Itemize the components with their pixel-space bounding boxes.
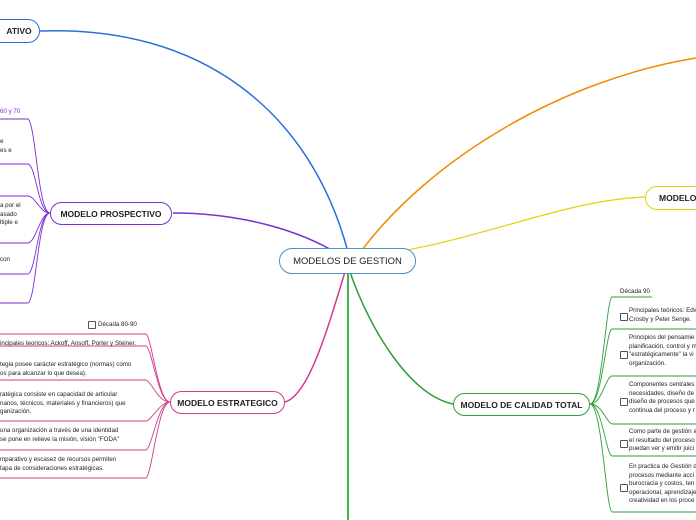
topic-modelo-estrategico[interactable]: MODELO ESTRATEGICO — [170, 391, 285, 414]
topic-ativo[interactable]: ATIVO — [0, 19, 40, 43]
topic-modelo-prospectivo-label: MODELO PROSPECTIVO — [60, 208, 162, 219]
estrategico-item-5: mparativo y escasez de recursos permiten… — [0, 456, 117, 472]
link-estrategico — [284, 271, 346, 403]
calidad-item-4-checkbox[interactable] — [620, 440, 628, 448]
calidad-item-5: En practica de Gestión d procesos median… — [629, 463, 696, 505]
prospectivo-item-1: e es e — [0, 138, 12, 154]
estrategico-item-1: incipales teoricos: Ackoff, Ansoff, Port… — [0, 340, 136, 347]
estrategico-item-2: tegia posee carácter estratégico (normas… — [0, 361, 132, 377]
link-right — [366, 196, 646, 257]
topic-modelo-right-label: MODELO — [659, 193, 696, 203]
calidad-decade: Década 90 — [620, 288, 650, 295]
topic-modelo-estrategico-label: MODELO ESTRATEGICO — [177, 397, 278, 408]
estrategico-item-3: ratégica consiste en capacidad de articu… — [0, 391, 126, 416]
prospectivo-decade: 60 y 70 — [0, 108, 21, 115]
calidad-item-2-checkbox[interactable] — [620, 351, 628, 359]
estrategico-decade-checkbox[interactable] — [88, 321, 96, 329]
link-prospectivo — [172, 212, 341, 256]
topic-modelo-prospectivo[interactable]: MODELO PROSPECTIVO — [50, 202, 172, 225]
calidad-item-5-checkbox[interactable] — [620, 484, 628, 492]
prospectivo-item-2: a por el asado ltiple e — [0, 202, 21, 227]
topic-modelo-right[interactable]: MODELO — [645, 186, 696, 210]
calidad-item-3-checkbox[interactable] — [620, 398, 628, 406]
estrategico-decade: Década 80-90 — [98, 321, 137, 328]
calidad-item-2: Principios del pensamie planificación, c… — [629, 334, 696, 367]
topic-modelo-calidad-total[interactable]: MODELO DE CALIDAD TOTAL — [453, 393, 590, 416]
topic-modelo-calidad-total-label: MODELO DE CALIDAD TOTAL — [460, 399, 583, 410]
calidad-item-3: Componentes centrales necesidades, diseñ… — [629, 381, 695, 414]
calidad-item-4: Como parte de gestión a el resultado del… — [629, 428, 696, 453]
central-topic[interactable]: MODELOS DE GESTION — [279, 248, 416, 274]
link-calidad — [349, 271, 454, 405]
link-orange — [361, 57, 696, 251]
central-topic-label: MODELOS DE GESTION — [293, 255, 402, 267]
prospectivo-item-3: con — [0, 256, 10, 263]
calidad-item-1-checkbox[interactable] — [620, 313, 628, 321]
topic-ativo-label: ATIVO — [6, 26, 32, 36]
estrategico-item-4: una organización a través de una identid… — [0, 427, 120, 443]
link-ativo — [39, 29, 349, 253]
calidad-item-1: Principales teóricos: Edw Crosby y Peter… — [629, 307, 696, 323]
